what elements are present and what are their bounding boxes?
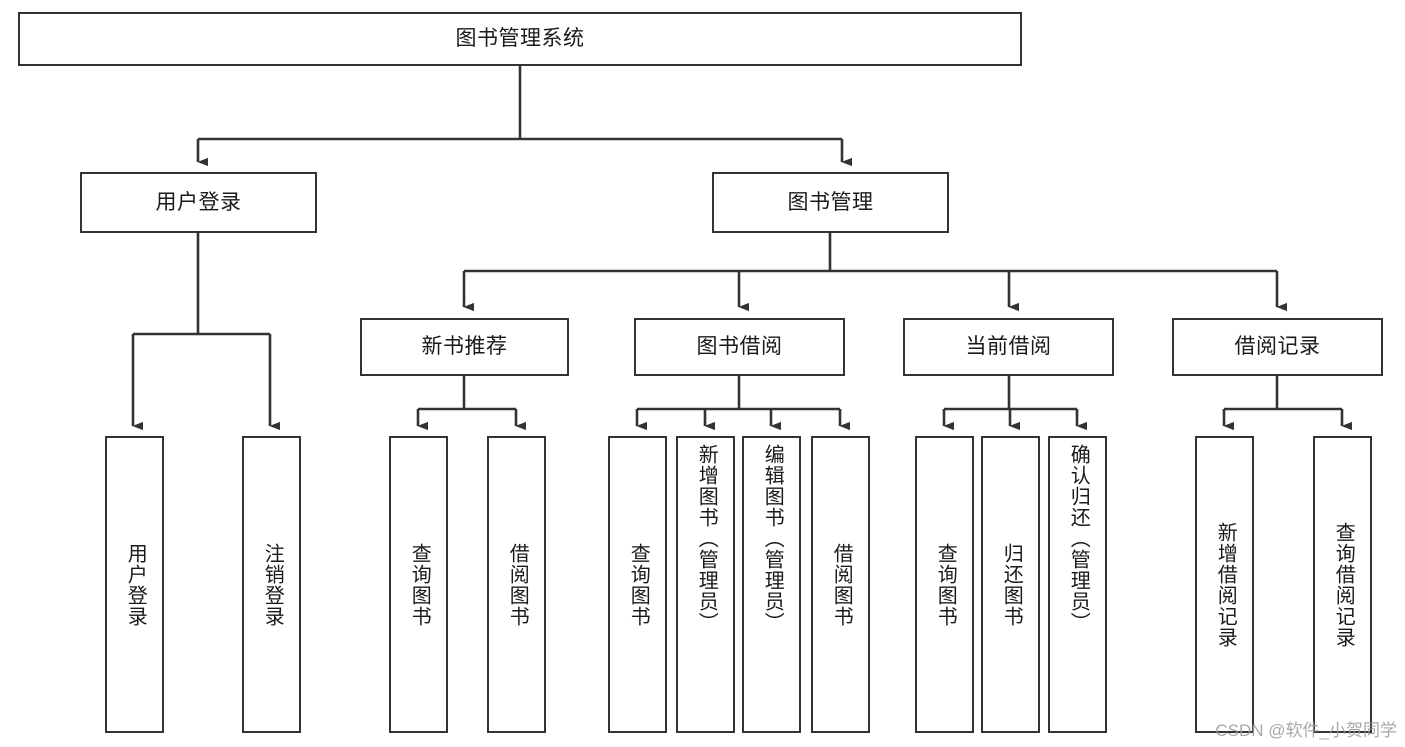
node-borrow-record[interactable]: 借阅记录	[1172, 318, 1383, 376]
node-book-borrow-label: 图书借阅	[696, 335, 783, 359]
leaf-return-book-label: 归还图书	[1000, 542, 1023, 627]
leaf-borrow-book-1-label: 借阅图书	[506, 542, 529, 627]
leaf-logout-label: 注销登录	[261, 542, 284, 627]
node-root[interactable]: 图书管理系统	[18, 12, 1022, 66]
node-user-login-label: 用户登录	[155, 190, 242, 214]
leaf-edit-book-label: 编辑图书（管理员）	[761, 444, 784, 633]
node-current-borrow[interactable]: 当前借阅	[903, 318, 1114, 376]
leaf-confirm-return[interactable]: 确认归还（管理员）	[1048, 436, 1107, 733]
leaf-query-record[interactable]: 查询借阅记录	[1313, 436, 1372, 733]
node-book-manage[interactable]: 图书管理	[712, 172, 949, 233]
leaf-borrow-book-2-label: 借阅图书	[830, 542, 853, 627]
leaf-query-book-2-label: 查询图书	[627, 542, 650, 627]
leaf-add-record[interactable]: 新增借阅记录	[1195, 436, 1254, 733]
node-borrow-record-label: 借阅记录	[1234, 335, 1321, 359]
leaf-add-book[interactable]: 新增图书（管理员）	[676, 436, 735, 733]
leaf-query-book-1-label: 查询图书	[408, 542, 431, 627]
leaf-user-login-label: 用户登录	[124, 542, 147, 627]
node-book-manage-label: 图书管理	[787, 190, 874, 214]
leaf-borrow-book-1[interactable]: 借阅图书	[487, 436, 546, 733]
node-new-book-rec-label: 新书推荐	[421, 335, 508, 359]
leaf-query-book-2[interactable]: 查询图书	[608, 436, 667, 733]
leaf-user-login[interactable]: 用户登录	[105, 436, 164, 733]
node-new-book-rec[interactable]: 新书推荐	[360, 318, 569, 376]
leaf-return-book[interactable]: 归还图书	[981, 436, 1040, 733]
leaf-query-record-label: 查询借阅记录	[1332, 521, 1355, 648]
leaf-query-book-3-label: 查询图书	[934, 542, 957, 627]
csdn-watermark: CSDN @软件_小贺同学	[1215, 721, 1397, 740]
leaf-query-book-3[interactable]: 查询图书	[915, 436, 974, 733]
leaf-query-book-1[interactable]: 查询图书	[389, 436, 448, 733]
leaf-confirm-return-label: 确认归还（管理员）	[1067, 444, 1090, 633]
node-current-borrow-label: 当前借阅	[965, 335, 1052, 359]
leaf-edit-book[interactable]: 编辑图书（管理员）	[742, 436, 801, 733]
leaf-logout[interactable]: 注销登录	[242, 436, 301, 733]
leaf-add-book-label: 新增图书（管理员）	[695, 444, 718, 633]
node-user-login[interactable]: 用户登录	[80, 172, 317, 233]
node-root-label: 图书管理系统	[455, 27, 585, 51]
leaf-borrow-book-2[interactable]: 借阅图书	[811, 436, 870, 733]
node-book-borrow[interactable]: 图书借阅	[634, 318, 845, 376]
leaf-add-record-label: 新增借阅记录	[1214, 521, 1237, 648]
